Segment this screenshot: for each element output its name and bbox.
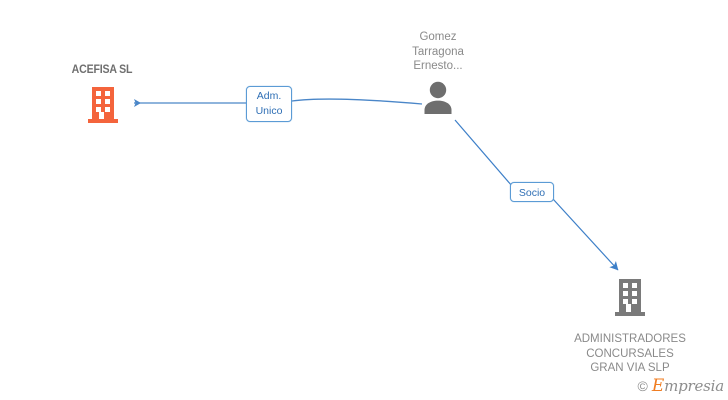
edge-label-adm-unico-line1: Adm. (256, 90, 282, 102)
edge-line-socio-lower (552, 198, 619, 271)
brand-rest: mpresia (664, 376, 724, 395)
brand-wordmark: Empresia (651, 375, 724, 396)
person-label-line2: Tarragona (412, 45, 464, 58)
edge-label-socio[interactable]: Socio (510, 182, 554, 202)
company-right-label-line2: CONCURSALES (586, 347, 674, 360)
building-icon (556, 276, 704, 325)
person-label-line3: Ernesto... (413, 60, 463, 72)
company-right-label-line1: ADMINISTRADORES (574, 333, 686, 345)
copyright-icon: © (637, 378, 648, 394)
edge-line-socio-upper (454, 119, 513, 187)
person-label: Gomez Tarragona Ernesto... (386, 30, 490, 74)
company-right-label: ADMINISTRADORES CONCURSALES GRAN VIA SLP (556, 332, 704, 376)
building-icon (46, 85, 158, 130)
edge-label-adm-unico[interactable]: Adm. Unico (246, 86, 292, 122)
edge-label-socio-line1: Socio (518, 187, 546, 199)
brand-initial: E (651, 375, 665, 396)
person-icon (386, 80, 490, 119)
node-company-acefisa[interactable]: ACEFISA SL (46, 64, 158, 130)
node-company-administradores-concursales[interactable]: ADMINISTRADORES CONCURSALES GRAN VIA SLP (556, 276, 704, 376)
edge-label-adm-unico-line2: Unico (255, 105, 283, 117)
watermark-empresia: © Empresia (637, 375, 725, 396)
company-left-title: ACEFISA SL (71, 64, 133, 76)
node-person-gomez-tarragona[interactable]: Gomez Tarragona Ernesto... (386, 30, 490, 119)
person-label-line1: Gomez (419, 31, 457, 43)
company-right-label-line3: GRAN VIA SLP (590, 362, 670, 374)
